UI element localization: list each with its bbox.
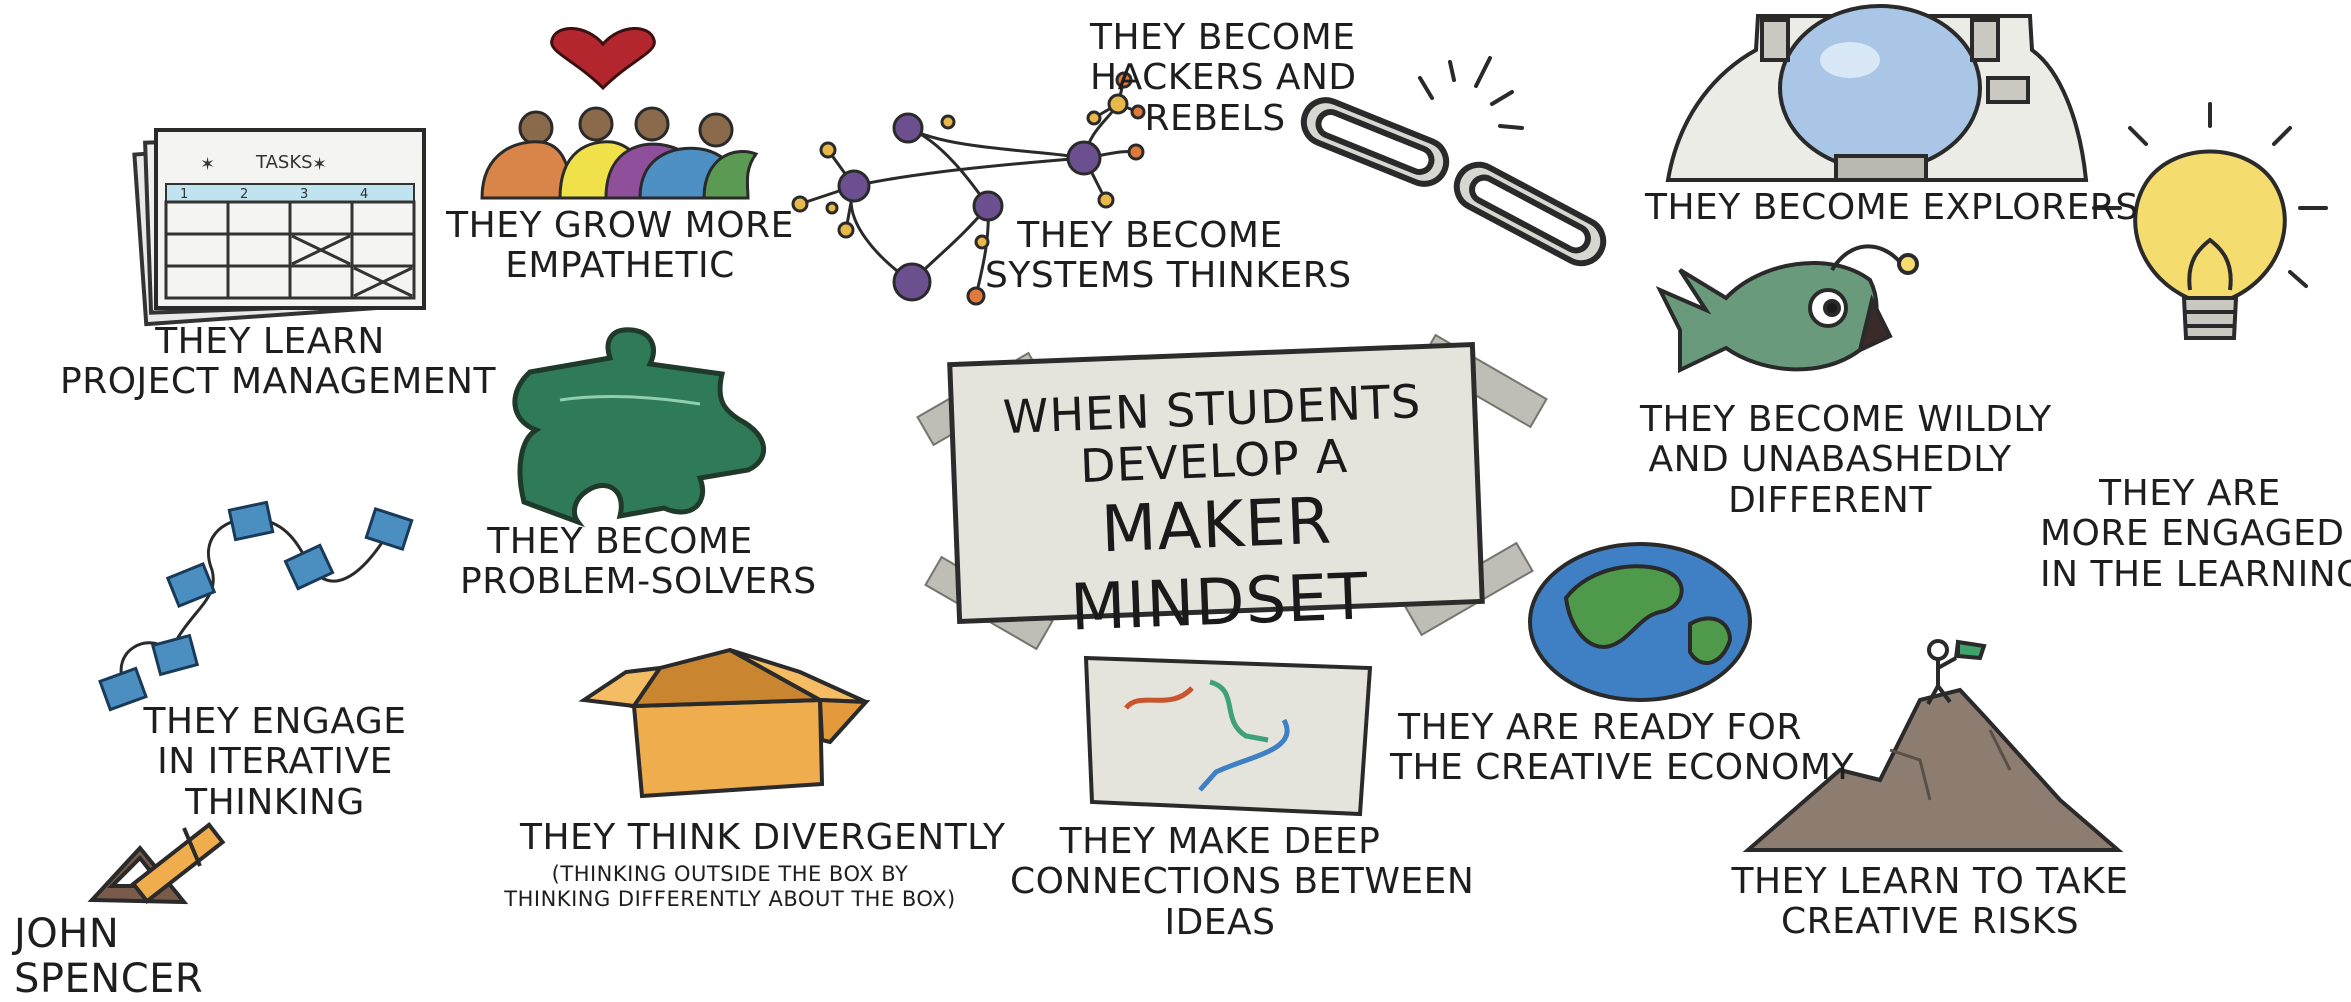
heart-icon	[550, 27, 656, 91]
label-project-management: THEY LEARN PROJECT MANAGEMENT	[60, 321, 496, 403]
anglerfish-icon	[1655, 244, 1919, 374]
engaged-line-2: MORE ENGAGED	[2040, 513, 2345, 555]
divergent-line-1: THEY THINK DIVERGENTLY	[520, 817, 1006, 858]
label-hackers: THEY BECOME HACKERS AND REBELS	[1090, 17, 1357, 139]
project-management-line-2: PROJECT MANAGEMENT	[60, 361, 496, 403]
problem-solvers-line-2: PROBLEM-SOLVERS	[460, 561, 817, 603]
different-line-3: DIFFERENT	[1728, 479, 1932, 521]
empathetic-line-1: THEY GROW MORE	[446, 205, 794, 246]
label-problem-solvers: THEY BECOME PROBLEM-SOLVERS	[460, 521, 817, 603]
hackers-line-1: THEY BECOME	[1090, 17, 1356, 58]
svg-text:✶: ✶	[312, 154, 327, 175]
drafting-compass-icon	[87, 821, 226, 905]
label-connections: THEY MAKE DEEP CONNECTIONS BETWEEN IDEAS	[1010, 821, 1475, 943]
lightbulb-icon	[2092, 102, 2328, 340]
center-title: WHEN STUDENTS DEVELOP A MAKER MINDSET	[947, 373, 1485, 652]
label-engaged: THEY ARE MORE ENGAGED IN THE LEARNING	[2040, 473, 2351, 595]
sticky-notes-icon	[98, 500, 414, 712]
divergent-sub-1: (THINKING OUTSIDE THE BOX BY	[551, 862, 909, 886]
project-management-line-1: THEY LEARN	[155, 321, 385, 362]
label-risks: THEY LEARN TO TAKE CREATIVE RISKS	[1730, 861, 2130, 943]
broken-chain-icon	[1300, 56, 1607, 267]
maker-mindset-diagram: TASKS ✶ ✶ 1 2 3 4	[14, 4, 2351, 1001]
problem-solvers-line-1: THEY BECOME	[487, 521, 753, 562]
idea-map-icon	[1083, 655, 1373, 817]
divergent-sub-2: THINKING DIFFERENTLY ABOUT THE BOX)	[504, 887, 956, 912]
tasks-col-3: 3	[300, 187, 308, 202]
iterative-line-2: IN ITERATIVE	[157, 741, 393, 783]
tasks-title: TASKS	[255, 152, 313, 173]
label-economy: THEY ARE READY FOR THE CREATIVE ECONOMY	[1390, 707, 1854, 789]
puzzle-piece-icon	[512, 327, 766, 528]
economy-line-2: THE CREATIVE ECONOMY	[1390, 747, 1854, 789]
network-graph-icon	[791, 71, 1146, 306]
label-empathetic: THEY GROW MORE EMPATHETIC	[440, 205, 800, 287]
systems-line-1: THEY BECOME	[1017, 215, 1283, 256]
hackers-line-3: REBELS	[1144, 97, 1286, 139]
iterative-line-3: THINKING	[185, 781, 365, 823]
label-explorers: THEY BECOME EXPLORERS	[1645, 187, 2139, 228]
explorers-line-1: THEY BECOME EXPLORERS	[1645, 187, 2139, 228]
label-divergent-note: (THINKING OUTSIDE THE BOX BY THINKING DI…	[500, 862, 960, 912]
connections-line-2: CONNECTIONS BETWEEN	[1010, 861, 1475, 903]
tasks-col-1: 1	[180, 187, 188, 202]
people-group-icon	[480, 106, 759, 200]
label-different: THEY BECOME WILDLY AND UNABASHEDLY DIFFE…	[1640, 399, 2052, 521]
risks-line-1: THEY LEARN TO TAKE	[1731, 861, 2129, 902]
tasks-col-4: 4	[360, 187, 368, 202]
engaged-line-1: THEY ARE	[2099, 473, 2281, 514]
center-title-line-3: MAKER MINDSET	[1068, 484, 1370, 646]
risks-line-2: CREATIVE RISKS	[1780, 901, 2080, 943]
svg-text:✶: ✶	[200, 154, 215, 175]
tasks-col-2: 2	[240, 187, 248, 202]
label-systems: THEY BECOME SYSTEMS THINKERS	[985, 215, 1352, 297]
different-line-1: THEY BECOME WILDLY	[1640, 399, 2052, 440]
mountain-climber-icon	[1742, 639, 2124, 852]
globe-icon	[1528, 542, 1752, 702]
illustration-layer: TASKS ✶ ✶ 1 2 3 4	[87, 4, 2328, 905]
open-box-icon	[578, 647, 871, 799]
connections-line-3: IDEAS	[1164, 901, 1276, 943]
hackers-line-2: HACKERS AND	[1090, 57, 1357, 99]
label-iterative: THEY ENGAGE IN ITERATIVE THINKING	[140, 701, 410, 823]
engaged-line-3: IN THE LEARNING	[2040, 553, 2351, 595]
empathetic-line-2: EMPATHETIC	[505, 245, 735, 287]
connections-line-1: THEY MAKE DEEP	[1059, 821, 1381, 862]
iterative-line-1: THEY ENGAGE	[143, 701, 407, 742]
task-sheet-icon: TASKS ✶ ✶ 1 2 3 4	[132, 128, 426, 327]
astronaut-helmet-icon	[1665, 4, 2089, 182]
economy-line-1: THEY ARE READY FOR	[1398, 707, 1802, 748]
different-line-2: AND UNABASHEDLY	[1648, 439, 2012, 481]
label-divergent: THEY THINK DIVERGENTLY	[520, 817, 1006, 858]
systems-line-2: SYSTEMS THINKERS	[985, 255, 1352, 297]
